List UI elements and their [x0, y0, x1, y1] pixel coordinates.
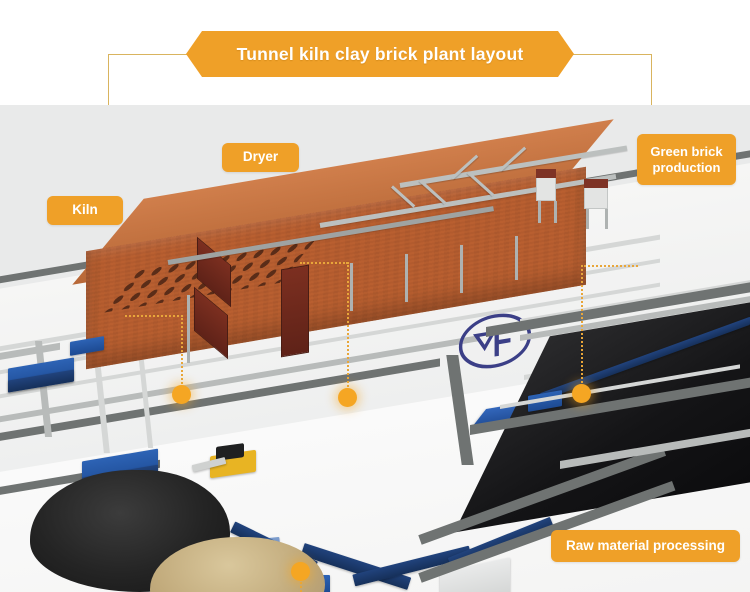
dot-kiln: [172, 385, 191, 404]
dot-raw: [291, 562, 310, 581]
gantry-post-left: [187, 295, 190, 363]
dot-green: [572, 384, 591, 403]
leader-kiln-h: [125, 315, 183, 317]
callout-label-kiln[interactable]: Kiln: [47, 196, 123, 225]
callout-label-raw-material-processing[interactable]: Raw material processing: [551, 530, 740, 562]
stack-mid-leg-b: [605, 209, 608, 229]
title-zone: Tunnel kiln clay brick plant layout: [0, 0, 750, 105]
title-bracket-left: [108, 54, 190, 105]
leader-green-v: [581, 265, 583, 395]
stack-mid-leg-a: [586, 209, 589, 229]
stack-left-leg-a: [538, 201, 541, 223]
stack-mid-cap: [584, 179, 608, 188]
title-bracket-right: [570, 54, 652, 105]
gantry-post-4: [515, 236, 518, 280]
leader-dryer-v: [347, 262, 349, 398]
plant-3d-scene: [0, 105, 750, 592]
leader-dryer-h: [300, 262, 348, 264]
gantry-post-1: [350, 263, 353, 311]
page-title: Tunnel kiln clay brick plant layout: [236, 43, 524, 64]
leader-green-h: [581, 265, 638, 267]
stack-left-leg-b: [554, 201, 557, 223]
dot-dryer: [338, 388, 357, 407]
title-banner: Tunnel kiln clay brick plant layout: [186, 31, 574, 77]
kiln-door-side: [281, 264, 309, 358]
leader-kiln-v: [181, 315, 183, 395]
leader-raw-v: [300, 571, 302, 592]
callout-label-dryer[interactable]: Dryer: [222, 143, 299, 172]
stack-left-cap: [536, 169, 556, 178]
callout-label-green-brick-production[interactable]: Green brick production: [637, 134, 736, 185]
gantry-post-2: [405, 254, 408, 302]
gantry-post-3: [460, 245, 463, 293]
